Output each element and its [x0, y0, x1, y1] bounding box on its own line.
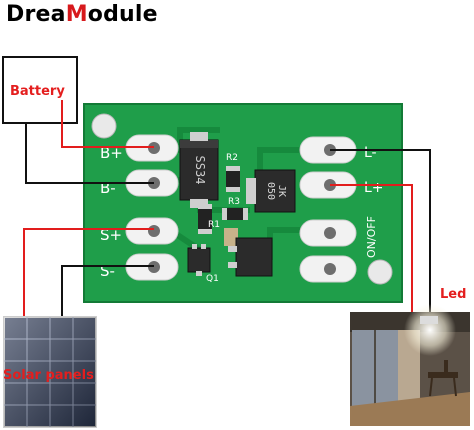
silk-on-off: ON/OFF [365, 216, 378, 258]
silk-b-plus: B+ [100, 144, 123, 162]
wire-led-negative [330, 149, 431, 313]
silk-b-minus: B- [100, 179, 116, 197]
ref-r1: R1 [208, 220, 220, 230]
ic-q1 [187, 247, 211, 273]
ref-r2: R2 [226, 153, 238, 163]
wire-solar-positive [23, 228, 154, 318]
diode-label: SS34 [193, 156, 207, 185]
ref-r3: R3 [228, 197, 240, 207]
resistor-r1 [198, 208, 212, 230]
transistor [235, 237, 273, 277]
ref-q1: Q1 [206, 274, 219, 284]
capacitor [224, 228, 238, 246]
resistor-r3 [226, 208, 244, 220]
right-pads [299, 136, 357, 283]
led-photo [350, 304, 470, 426]
brand-accent: M [65, 2, 88, 27]
components: SS34 JK050 [179, 132, 296, 277]
brand-logo: DreaModule [6, 2, 158, 28]
chip-jk-label: JK050 [265, 182, 287, 200]
diode-ss34 [179, 139, 219, 201]
mount-hole-top-left [91, 113, 117, 139]
silk-s-plus: S+ [100, 226, 122, 244]
solar-panels-label: Solar panels [3, 368, 94, 383]
lamp-glow [404, 304, 456, 356]
wire-battery-negative [25, 124, 154, 184]
mount-hole-bottom-right [367, 259, 393, 285]
wire-led-positive [330, 184, 413, 313]
wire-battery-positive [61, 100, 154, 148]
silk-s-minus: S- [100, 262, 115, 280]
wire-solar-negative [61, 265, 154, 318]
resistor-r2 [226, 170, 240, 188]
battery-box [2, 56, 78, 124]
chip-jk050 [254, 169, 296, 213]
wires [23, 100, 431, 318]
led-label: Led [440, 287, 467, 302]
left-pads [125, 134, 179, 281]
brand-part2: odule [87, 2, 158, 27]
silk-l-plus: L+ [364, 180, 384, 196]
silk-l-minus: L- [364, 145, 377, 161]
brand-part1: Drea [6, 2, 66, 27]
battery-label: Battery [10, 84, 65, 99]
solar-panel [3, 316, 97, 428]
